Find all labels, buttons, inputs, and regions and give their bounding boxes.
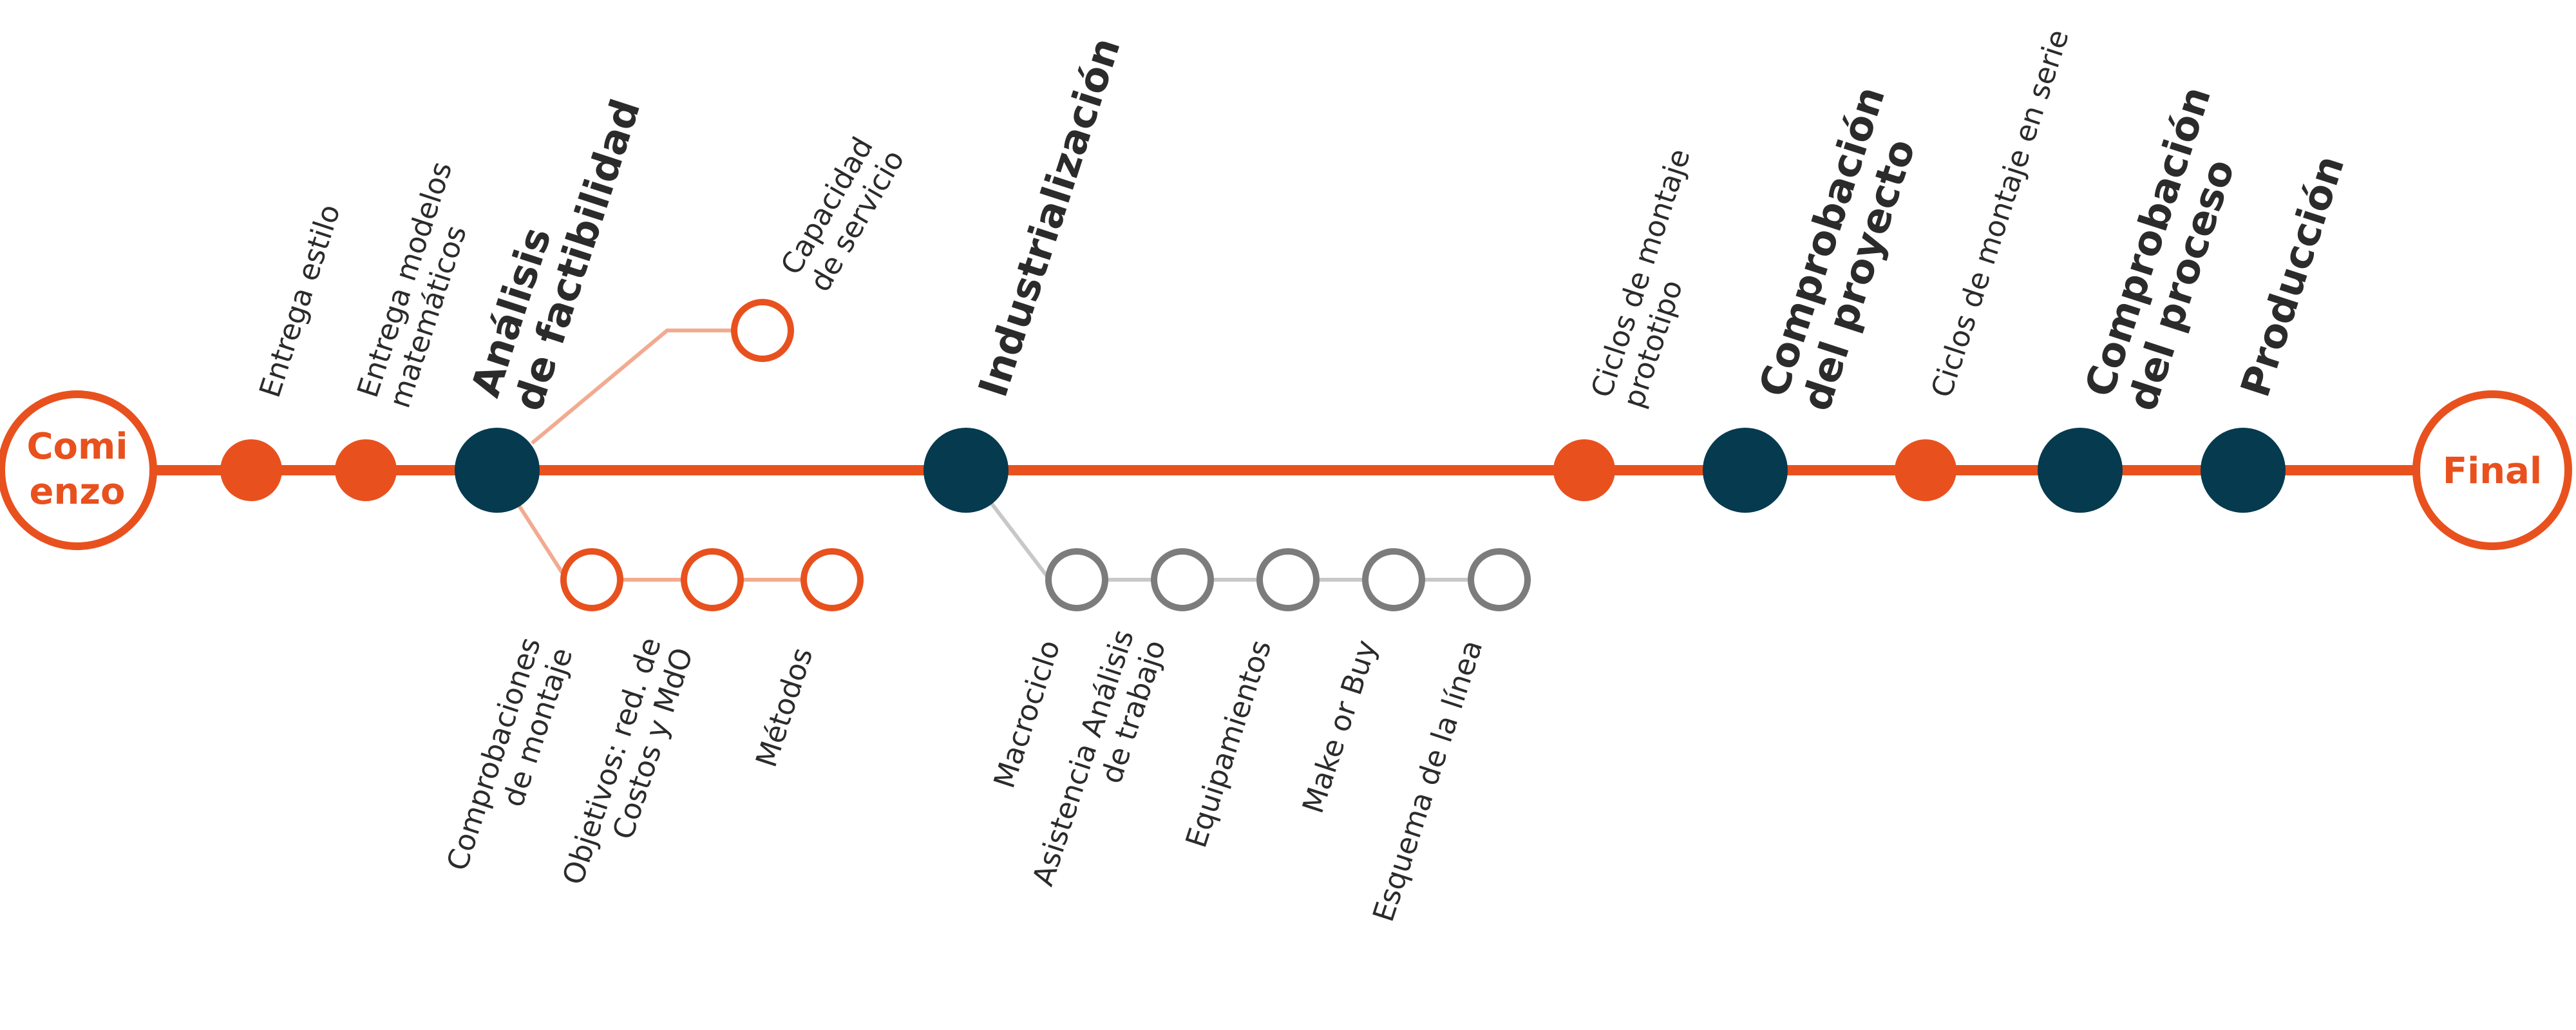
branch-node-factibilidad [681, 548, 744, 611]
milestone-label-line-1: Industrialización [969, 32, 1130, 402]
milestone-node [2038, 428, 2123, 513]
step-node [1895, 439, 1956, 501]
step-node [220, 439, 282, 501]
branch-node-capacidad [731, 299, 794, 362]
branch-node-industrializacion [1151, 548, 1214, 611]
branch-line-capacidad [531, 329, 762, 445]
step-node [335, 439, 397, 501]
branch-label-industrializacion: Macrociclo [987, 636, 1066, 792]
branch-label-industrializacion-line-1: Esquema de la línea [1366, 636, 1489, 926]
milestone-node [923, 428, 1009, 513]
step-label: Ciclos de montaje en serie [1924, 25, 2076, 401]
branch-node-factibilidad [800, 548, 864, 611]
milestone-label: Producción [2231, 149, 2354, 402]
branch-node-industrializacion [1362, 548, 1425, 611]
branch-label-industrializacion-line-1: Make or Buy [1296, 636, 1384, 817]
step-label-line-1: Ciclos de montaje en serie [1924, 25, 2076, 401]
start-endpoint: Comi enzo [0, 390, 157, 550]
start-label-line-1: Comi [26, 426, 128, 468]
branch-node-industrializacion [1045, 548, 1108, 611]
start-circle [0, 390, 157, 550]
branch-label-industrializacion-line-1: Equipamientos [1179, 636, 1278, 852]
start-label-line-2: enzo [30, 471, 126, 513]
step-node [1553, 439, 1615, 501]
branch-label-factibilidad-line-1: Métodos [749, 644, 820, 771]
end-label: Final [2443, 450, 2542, 492]
end-endpoint: Final [2412, 390, 2572, 550]
branch-node-industrializacion [1256, 548, 1320, 611]
step-label: Entrega estilo [252, 200, 347, 402]
milestone-node [455, 428, 540, 513]
step-label-line-1: Entrega estilo [252, 200, 347, 402]
branch-node-factibilidad [560, 548, 623, 611]
milestone-label: Industrialización [969, 32, 1130, 402]
branch-label-industrializacion: Esquema de la línea [1366, 636, 1489, 926]
branch-label-factibilidad: Métodos [749, 644, 820, 771]
branch-label-industrializacion-line-1: Macrociclo [987, 636, 1066, 792]
branch-label-industrializacion: Make or Buy [1296, 636, 1384, 817]
milestone-node [2201, 428, 2286, 513]
milestone-node [1703, 428, 1788, 513]
milestone-label-line-1: Producción [2231, 149, 2354, 402]
branch-node-industrializacion [1468, 548, 1531, 611]
branch-label-industrializacion: Equipamientos [1179, 636, 1278, 852]
end-circle [2412, 390, 2572, 550]
